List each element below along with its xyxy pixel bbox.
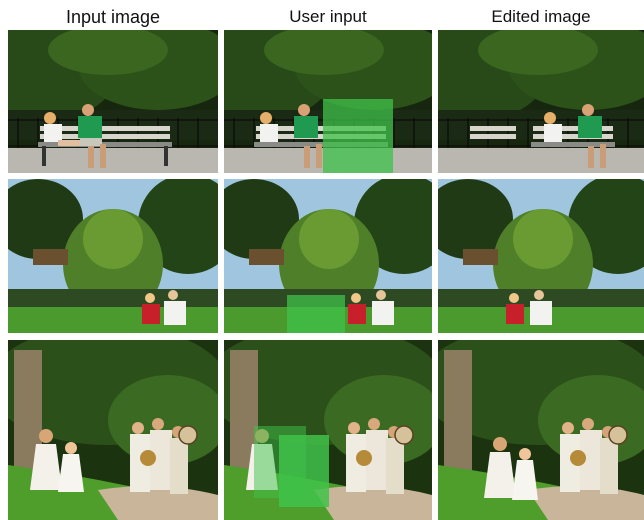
column-header-user-input: User input — [289, 7, 367, 26]
row3-user-input-image — [224, 340, 432, 520]
row1-edited-image — [438, 30, 644, 173]
row1-input-image — [8, 30, 218, 173]
row3-input-image — [8, 340, 218, 520]
selection-overlay — [287, 295, 345, 333]
selection-overlay — [323, 99, 393, 173]
row1-user-input-image — [224, 30, 432, 173]
column-header-input: Input image — [65, 7, 161, 27]
selection-overlay-core — [279, 435, 329, 507]
row2-user-input-image — [224, 179, 432, 333]
row3-edited-image — [438, 340, 644, 520]
row2-edited-image — [438, 179, 644, 333]
column-header-edited: Edited image — [491, 7, 591, 26]
row2-input-image — [8, 179, 218, 333]
